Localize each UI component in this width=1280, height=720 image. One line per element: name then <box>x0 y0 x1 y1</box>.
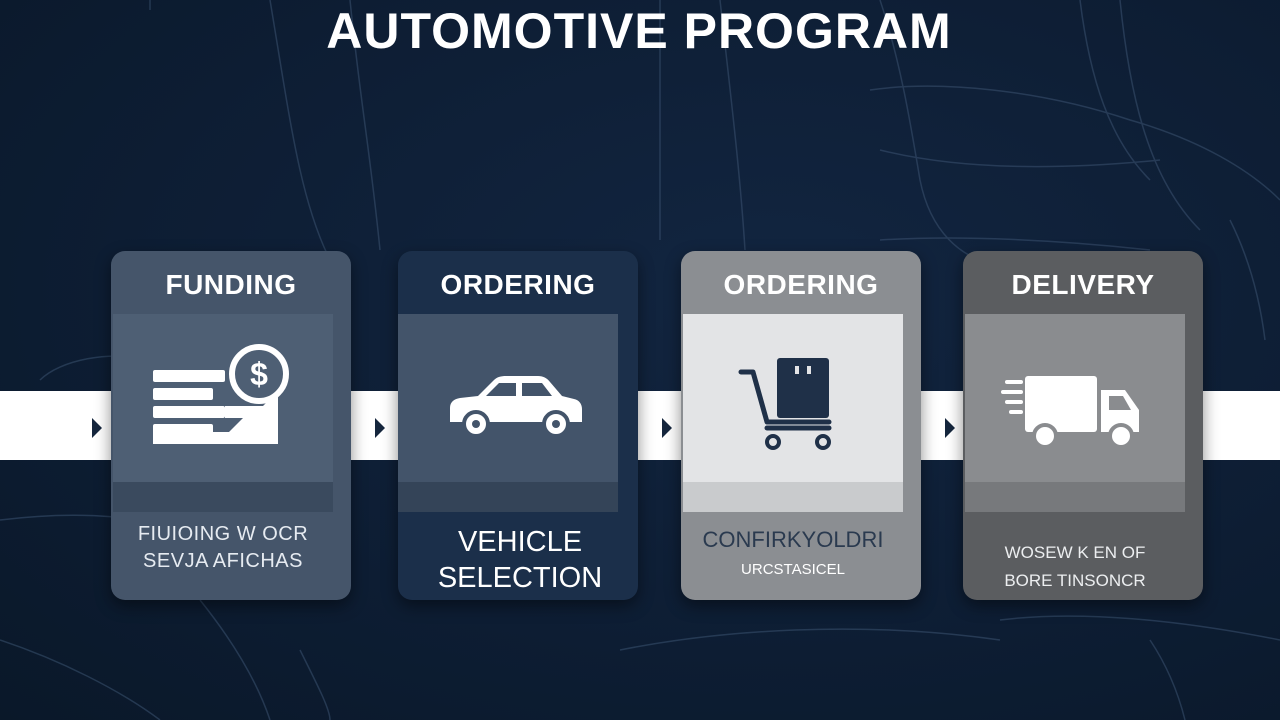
delivery-truck-icon <box>1001 376 1139 449</box>
car-icon <box>450 376 582 438</box>
flow-arrow-icon <box>945 418 955 438</box>
svg-text:$: $ <box>250 356 268 392</box>
step-description-line: FIUIOING W OCR <box>137 523 309 545</box>
step-description: FIUIOING W OCR SEVJA AFICHAS <box>113 521 333 575</box>
step-description-line: SELECTION <box>437 562 603 594</box>
step-title: ORDERING <box>440 269 596 300</box>
funding-dollar-icon: $ <box>153 344 289 444</box>
step-description: VEHICLE SELECTION <box>410 524 630 596</box>
flow-arrow-icon <box>92 418 102 438</box>
step-title: FUNDING <box>165 269 297 300</box>
step-title: DELIVERY <box>1011 269 1155 300</box>
flow-arrow-icon <box>375 418 385 438</box>
step-description-line: URCSTASICEL <box>741 561 845 578</box>
page-title: AUTOMOTIVE PROGRAM <box>326 3 952 59</box>
step-description-line: CONFIRKYOLDRI <box>702 527 884 552</box>
step-title: ORDERING <box>723 269 879 300</box>
flow-arrow-icon <box>662 418 672 438</box>
step-panel-strip <box>683 482 903 512</box>
step-panel-strip <box>398 482 618 512</box>
step-description-line: VEHICLE <box>457 526 583 558</box>
shopping-cart-icon <box>738 358 832 450</box>
step-panel-strip <box>113 482 333 512</box>
step-card-funding: FUNDING $ FIUIOING W OCR SEVJA AFICHAS <box>111 251 351 600</box>
step-description: WOSEW K EN OF BORE TINSONCR <box>965 539 1185 595</box>
step-card-delivery: DELIVERY WOSEW K EN OF BORE TINSONCR <box>963 251 1203 600</box>
step-description-line: SEVJA AFICHAS <box>143 550 303 572</box>
step-card-order-confirmation: ORDERING CONFIRKYOLDRI URCSTASICEL <box>681 251 921 600</box>
step-panel-strip <box>965 482 1185 512</box>
step-description-line: WOSEW K EN OF <box>1004 543 1146 562</box>
step-description-line: BORE TINSONCR <box>1004 571 1146 590</box>
step-card-vehicle-selection: ORDERING VEHICLE SELECTION <box>398 251 638 600</box>
